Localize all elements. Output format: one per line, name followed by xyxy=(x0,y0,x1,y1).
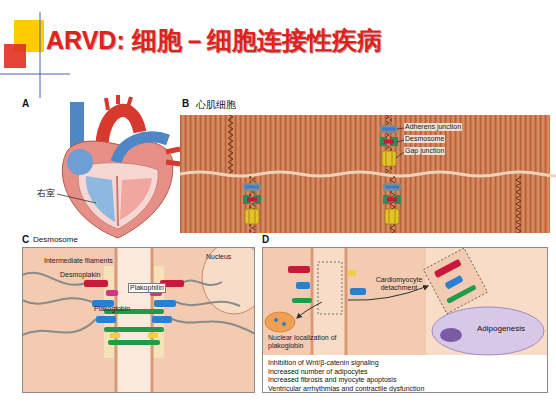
leader-line xyxy=(57,194,96,203)
junction-label: Gap junction xyxy=(404,147,445,155)
desmosome-panel: CDesmosome xyxy=(22,247,255,393)
effect-text: Increased number of adipocytes xyxy=(268,368,368,376)
panel-letter: B xyxy=(182,98,189,109)
pulmonary-vein xyxy=(166,149,180,152)
intermediate-filament xyxy=(22,298,92,303)
cell-cytoplasm xyxy=(346,247,426,355)
detached-fragment xyxy=(423,248,487,314)
pulmonary-artery xyxy=(116,137,168,162)
intercalated-disc xyxy=(228,115,234,173)
process-label: Adipogenesis xyxy=(461,325,541,334)
process-arrow xyxy=(297,302,322,318)
leader-line xyxy=(397,140,404,142)
decor-square xyxy=(4,44,26,68)
effect-text: Inhibition of Wnt/β-catenin signaling xyxy=(268,359,379,367)
decor-line xyxy=(0,74,70,75)
junction-label: Desmosome xyxy=(404,135,445,143)
effect-text: Increased fibrosis and myocyte apoptosis xyxy=(268,376,396,384)
protein-label: Desmoplakin xyxy=(60,271,100,279)
plakoglobin-dot xyxy=(274,318,278,322)
organelle-label: Nucleus xyxy=(206,253,231,261)
panel-letter: C xyxy=(22,234,29,245)
protein-marker xyxy=(148,333,158,338)
nucleus xyxy=(265,312,295,332)
desmoplakin xyxy=(288,266,310,273)
pathology-panel: DAdipogenesis xyxy=(262,247,548,393)
cadherin xyxy=(446,284,477,303)
plakoglobin xyxy=(444,275,463,290)
slide-title: ARVD: 细胞－细胞连接性疾病 xyxy=(46,25,382,55)
panel-letter: A xyxy=(22,98,29,109)
adipocyte-body xyxy=(432,307,544,355)
process-label: Cardiomyocyte detachment xyxy=(366,276,432,292)
filament-label: Intermediate filaments xyxy=(44,257,113,265)
cadherin xyxy=(104,327,164,332)
left-ventricle xyxy=(120,178,152,220)
panel-letter: D xyxy=(262,234,269,245)
artery-branch xyxy=(106,98,108,110)
desmoplakin xyxy=(434,259,462,278)
effect-text: Ventricular arrhythmias and contractile … xyxy=(268,385,424,393)
intercalated-disc xyxy=(515,176,521,233)
plakoglobin xyxy=(296,282,310,289)
artery-branch xyxy=(128,97,131,107)
plakoglobin xyxy=(350,288,366,295)
plakoglobin xyxy=(152,316,172,323)
artery-branch xyxy=(116,95,120,104)
cell-border xyxy=(180,172,556,176)
panel-heading: 心肌细胞 xyxy=(196,99,236,110)
intermediate-filament xyxy=(182,280,222,285)
decor-line xyxy=(40,12,41,98)
septum xyxy=(117,176,118,226)
lost-junction-outline xyxy=(318,262,342,314)
leader-line xyxy=(397,128,404,129)
adipocyte-nucleus xyxy=(440,328,462,342)
cell-membrane xyxy=(345,247,348,355)
heart-cutaway xyxy=(78,163,158,229)
process-label: Nuclear localization of plakoglobin xyxy=(268,334,352,350)
leader-line xyxy=(396,152,404,158)
protein-label: Plakoglobin xyxy=(94,305,130,313)
intercellular-space xyxy=(116,247,152,393)
junction-symbol xyxy=(380,125,398,166)
panel-background xyxy=(262,247,548,355)
plakoglobin-dot xyxy=(282,322,286,326)
protein-marker xyxy=(348,270,356,276)
plakophilin xyxy=(106,290,118,296)
cell-strip-panel: B心肌细胞 xyxy=(180,115,550,233)
right-ventricle xyxy=(86,176,115,222)
right-atrium xyxy=(67,149,93,175)
protein-label: Plakophilin xyxy=(128,283,166,293)
intermediate-filament xyxy=(172,319,255,334)
panel-heading: Desmosome xyxy=(33,236,78,245)
nucleus xyxy=(202,247,255,314)
cadherin xyxy=(108,340,160,345)
cell-cytoplasm xyxy=(22,247,116,393)
pulmonary-vein xyxy=(166,162,180,164)
plakoglobin xyxy=(96,316,116,323)
adipocyte-cell: Adipogenesis xyxy=(431,306,545,356)
intermediate-filament xyxy=(176,302,240,306)
intermediate-filament xyxy=(22,319,96,335)
chamber-label: 右室 xyxy=(37,188,55,198)
junction-symbol xyxy=(243,183,261,224)
cadherin xyxy=(292,298,312,303)
junction-symbol xyxy=(383,183,401,224)
junction-label: Adherens junction xyxy=(404,123,462,131)
protein-marker xyxy=(110,333,120,338)
plakoglobin xyxy=(154,300,176,307)
desmoplakin xyxy=(84,280,108,287)
